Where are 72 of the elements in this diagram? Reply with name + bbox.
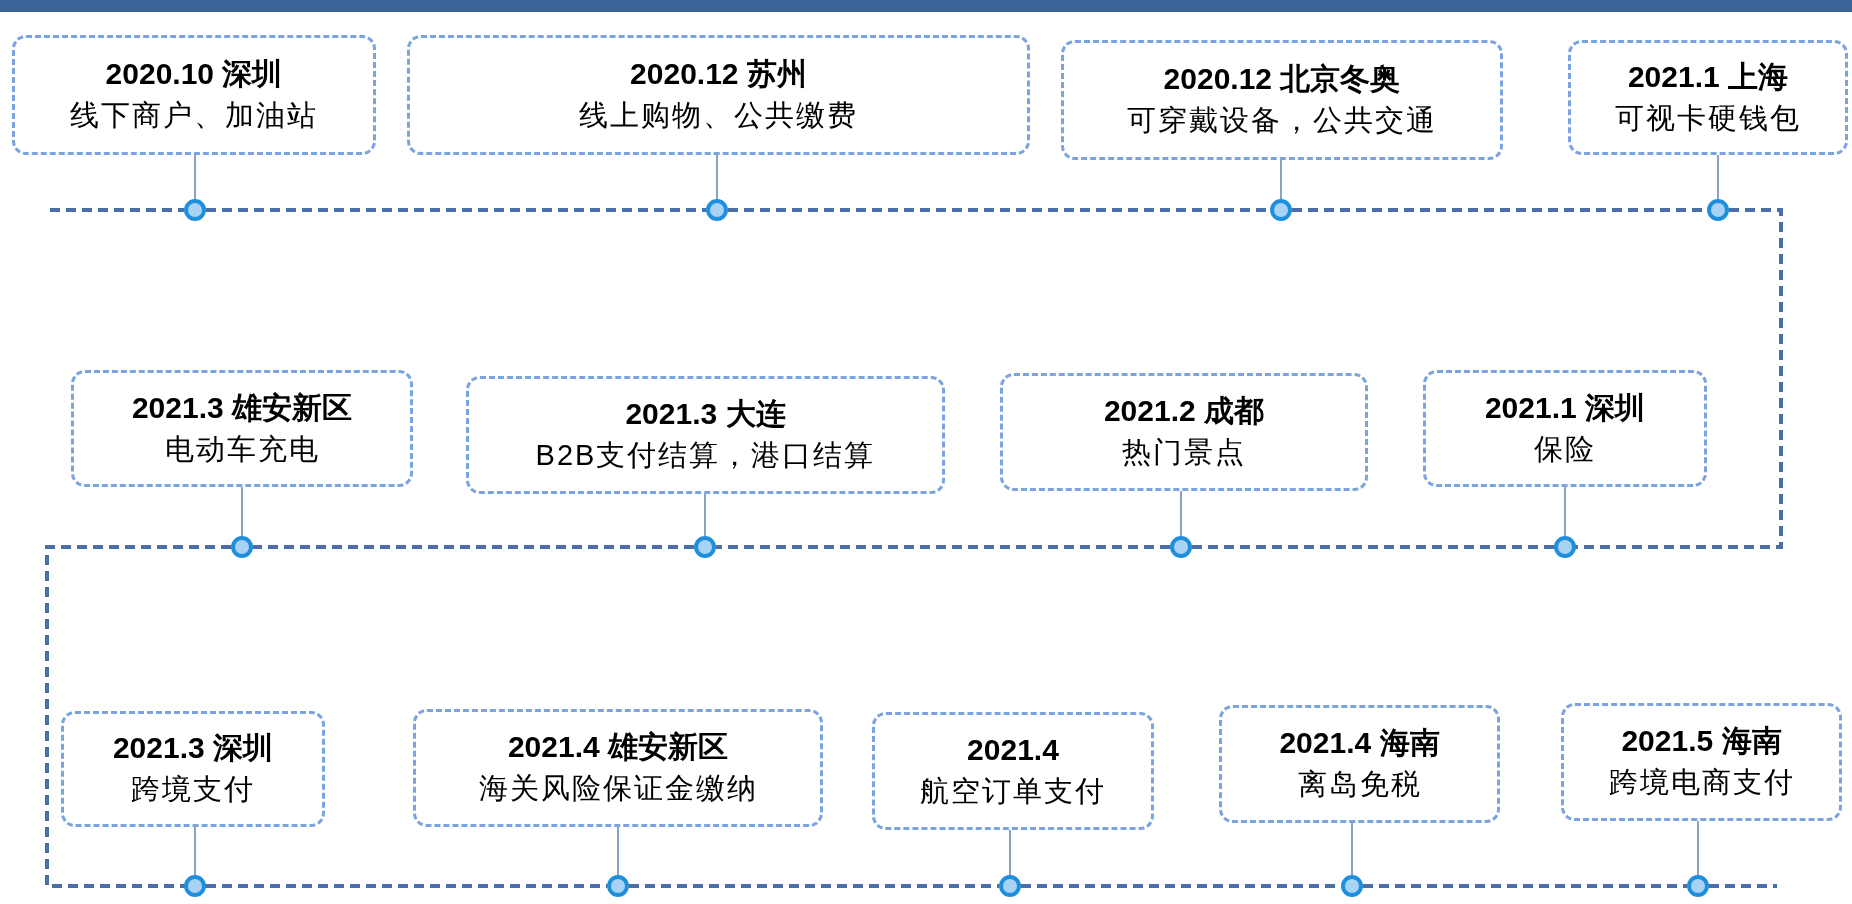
timeline-line — [206, 208, 706, 212]
timeline-dot — [999, 875, 1021, 897]
event-box — [1000, 373, 1368, 491]
timeline-dot — [231, 536, 253, 558]
event-description: 跨境支付 — [131, 772, 255, 807]
event-heading: 2021.4 雄安新区 — [507, 729, 729, 765]
timeline-line — [45, 545, 231, 888]
event-description: 电动车充电 — [164, 431, 320, 467]
timeline-dot — [184, 875, 206, 897]
event-heading: 2021.1 上海 — [1627, 58, 1789, 95]
timeline-line — [629, 884, 999, 888]
event-heading: 2020.12 北京冬奥 — [1163, 61, 1401, 97]
connector-line — [716, 154, 718, 200]
timeline-dot — [706, 199, 728, 221]
event-description: 热门景点 — [1122, 435, 1246, 470]
timeline-dot — [607, 875, 629, 897]
event-description: 跨境电商支付 — [1608, 765, 1795, 800]
event-heading: 2021.1 深圳 — [1484, 389, 1646, 426]
event-box — [1568, 40, 1848, 155]
timeline-dot — [184, 199, 206, 221]
connector-line — [1009, 829, 1011, 876]
timeline-line — [1363, 884, 1687, 888]
connector-line — [617, 826, 619, 876]
event-box — [1219, 705, 1500, 823]
connector-line — [1564, 486, 1566, 537]
event-box — [1061, 40, 1503, 160]
event-heading: 2021.2 成都 — [1103, 393, 1265, 429]
timeline-dot — [1341, 875, 1363, 897]
connector-line — [241, 486, 243, 537]
event-box — [407, 35, 1030, 155]
connector-line — [194, 826, 196, 876]
timeline-dot — [1554, 536, 1576, 558]
event-description: 航空订单支付 — [920, 774, 1106, 809]
event-heading: 2021.3 深圳 — [112, 730, 274, 766]
event-box — [872, 712, 1154, 830]
connector-line — [1180, 490, 1182, 537]
connector-line — [194, 154, 196, 200]
event-box — [12, 35, 376, 155]
timeline-dot — [1170, 536, 1192, 558]
event-heading: 2020.10 深圳 — [105, 56, 283, 92]
event-description: 线上购物、公共缴费 — [579, 98, 858, 133]
event-box — [1423, 370, 1707, 487]
timeline-line — [253, 545, 694, 549]
connector-line — [1697, 820, 1699, 876]
event-heading: 2021.5 海南 — [1621, 723, 1782, 759]
event-description: 线下商户、加油站 — [70, 98, 318, 133]
connector-line — [1280, 159, 1282, 200]
connector-line — [704, 493, 706, 537]
event-description: 保险 — [1534, 431, 1596, 467]
event-heading: 2021.4 — [967, 732, 1059, 768]
event-box — [61, 711, 325, 827]
event-box — [466, 376, 945, 494]
event-heading: 2020.12 苏州 — [630, 56, 807, 92]
event-description: 海关风险保证金缴纳 — [478, 771, 758, 806]
connector-line — [1717, 154, 1719, 200]
timeline-dot — [1270, 199, 1292, 221]
event-box — [413, 709, 823, 827]
timeline-dot — [1707, 199, 1729, 221]
event-heading: 2021.4 海南 — [1279, 725, 1440, 761]
event-heading: 2021.3 雄安新区 — [131, 389, 353, 426]
event-description: 可穿戴设备，公共交通 — [1127, 103, 1437, 138]
event-box — [71, 370, 413, 487]
event-description: 离岛免税 — [1297, 767, 1422, 802]
connector-line — [1351, 822, 1353, 876]
event-description: 可视卡硬钱包 — [1615, 100, 1801, 136]
event-box — [1561, 703, 1842, 821]
timeline-dot — [694, 536, 716, 558]
timeline-line — [1192, 545, 1554, 549]
event-description: B2B支付结算，港口结算 — [535, 438, 876, 473]
event-heading: 2021.3 大连 — [625, 396, 786, 432]
timeline-dot — [1687, 875, 1709, 897]
timeline-line — [716, 545, 1170, 549]
